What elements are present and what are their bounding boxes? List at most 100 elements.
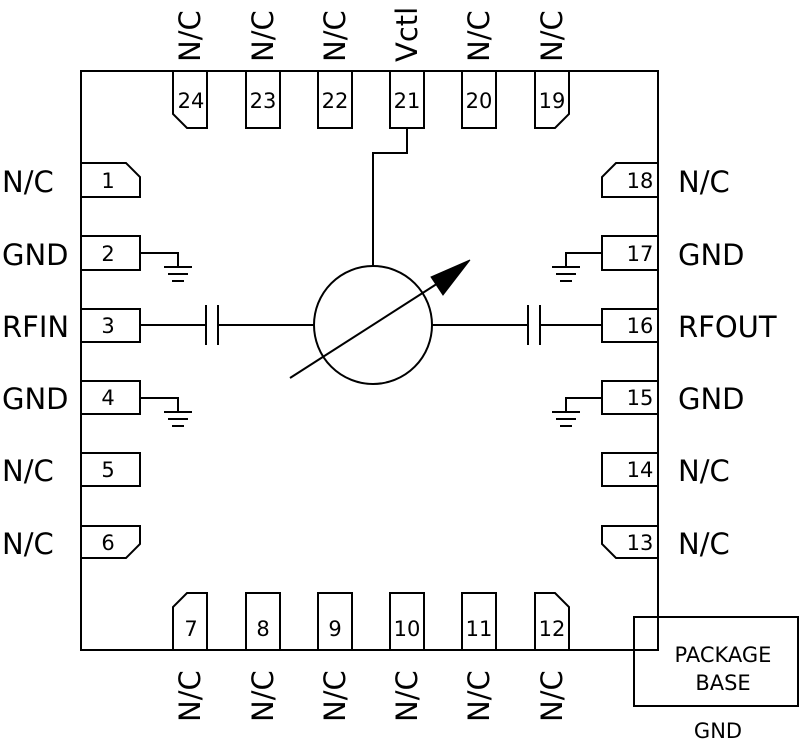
pin-pad-16 <box>601 308 659 343</box>
pin-label-23: N/C <box>246 10 280 62</box>
pin-pad-24 <box>172 70 208 129</box>
pin-pad-8 <box>245 592 281 651</box>
pin-pad-21 <box>389 70 425 129</box>
pin-number-1: 1 <box>101 169 114 193</box>
pin-pad-18 <box>601 162 659 198</box>
rfout-capacitor <box>432 305 602 345</box>
pin-pad-5 <box>80 452 141 487</box>
pin-number-15: 15 <box>627 386 654 410</box>
top-pin-22: 22 N/C <box>317 10 353 129</box>
pin-pad-23 <box>245 70 281 129</box>
pin-number-3: 3 <box>101 314 114 338</box>
ground-symbol-pin-4 <box>140 397 192 427</box>
bottom-pin-9: 9 N/C <box>317 592 353 722</box>
top-pin-24: 24 N/C <box>172 10 208 129</box>
right-pin-18: 18 N/C <box>601 162 730 199</box>
package-base-line2: BASE <box>695 671 750 695</box>
variable-element-circle <box>313 265 433 385</box>
vctl-control-line <box>372 128 408 266</box>
left-pin-6: 6 N/C <box>2 525 141 561</box>
pin-number-2: 2 <box>101 242 114 266</box>
pin-pad-11 <box>461 592 497 651</box>
bottom-pin-8: 8 N/C <box>245 592 281 722</box>
pin-label-15: GND <box>678 382 745 416</box>
left-pin-1: 1 N/C <box>2 162 141 199</box>
pin-label-3: RFIN <box>2 310 69 344</box>
pin-pad-6 <box>80 525 141 559</box>
pin-pad-9 <box>317 592 353 651</box>
variable-arrow-head <box>430 259 471 296</box>
pin-number-9: 9 <box>328 617 341 641</box>
top-pin-20: 20 N/C <box>461 10 497 129</box>
pin-number-6: 6 <box>101 531 114 555</box>
pin-pad-17 <box>601 235 659 271</box>
pin-pad-15 <box>601 380 659 415</box>
rfin-capacitor <box>140 305 314 345</box>
pin-pad-3 <box>80 308 141 343</box>
ground-symbol-pin-2 <box>140 252 192 282</box>
pin-pad-2 <box>80 235 141 271</box>
package-base-line1: PACKAGE <box>675 643 772 667</box>
top-pin-23: 23 N/C <box>245 10 281 129</box>
pin-number-10: 10 <box>394 617 421 641</box>
right-pin-13: 13 N/C <box>601 525 730 561</box>
bottom-pin-12: 12 N/C <box>534 592 570 722</box>
right-pin-15: 15 GND <box>601 380 745 416</box>
pin-number-8: 8 <box>256 617 269 641</box>
pin-label-18: N/C <box>678 165 730 199</box>
pin-number-19: 19 <box>539 89 566 113</box>
pin-label-12: N/C <box>535 670 569 722</box>
pin-number-5: 5 <box>101 458 114 482</box>
pin-number-23: 23 <box>250 89 277 113</box>
right-pin-14: 14 N/C <box>601 452 730 488</box>
pin-number-11: 11 <box>466 617 493 641</box>
pin-pad-13 <box>601 525 659 559</box>
pin-label-10: N/C <box>390 670 424 722</box>
pin-number-12: 12 <box>539 617 566 641</box>
pin-label-8: N/C <box>246 670 280 722</box>
pin-pad-10 <box>389 592 425 651</box>
pin-number-7: 7 <box>184 617 197 641</box>
pin-pad-4 <box>80 380 141 415</box>
pin-label-22: N/C <box>318 10 352 62</box>
bottom-pin-11: 11 N/C <box>461 592 497 722</box>
pin-pad-22 <box>317 70 353 129</box>
pin-label-17: GND <box>678 238 745 272</box>
pin-number-13: 13 <box>627 531 654 555</box>
left-pin-4: 4 GND <box>2 380 141 416</box>
pin-label-6: N/C <box>2 527 54 561</box>
top-pin-21: 21 Vctl <box>389 7 425 129</box>
pin-label-11: N/C <box>462 670 496 722</box>
pin-label-19: N/C <box>535 10 569 62</box>
bottom-pin-10: 10 N/C <box>389 592 425 722</box>
left-pin-2: 2 GND <box>2 235 141 272</box>
pin-label-14: N/C <box>678 454 730 488</box>
top-pin-19: 19 N/C <box>534 10 570 129</box>
pin-number-21: 21 <box>394 89 421 113</box>
ground-symbol-pin-17 <box>552 252 602 282</box>
pin-label-2: GND <box>2 238 69 272</box>
right-pin-16: 16 RFOUT <box>601 308 777 344</box>
pin-label-5: N/C <box>2 454 54 488</box>
right-pin-17: 17 GND <box>601 235 745 272</box>
pin-pad-14 <box>601 452 659 487</box>
pin-number-14: 14 <box>627 458 654 482</box>
package-outline <box>80 70 659 651</box>
pin-number-18: 18 <box>627 169 654 193</box>
pin-number-17: 17 <box>627 242 654 266</box>
pin-label-9: N/C <box>318 670 352 722</box>
pin-pad-19 <box>534 70 570 129</box>
variable-arrow-shaft <box>289 277 447 379</box>
pin-number-24: 24 <box>178 89 205 113</box>
pin-number-22: 22 <box>322 89 349 113</box>
pin-label-7: N/C <box>173 670 207 722</box>
pin-pad-12 <box>534 592 570 651</box>
pin-label-21: Vctl <box>390 7 424 62</box>
pin-pad-1 <box>80 162 141 198</box>
bottom-pin-7: 7 N/C <box>172 592 208 722</box>
pin-label-20: N/C <box>462 10 496 62</box>
pin-label-16: RFOUT <box>678 310 777 344</box>
left-pin-3: 3 RFIN <box>2 308 141 344</box>
package-base-box <box>633 616 799 707</box>
